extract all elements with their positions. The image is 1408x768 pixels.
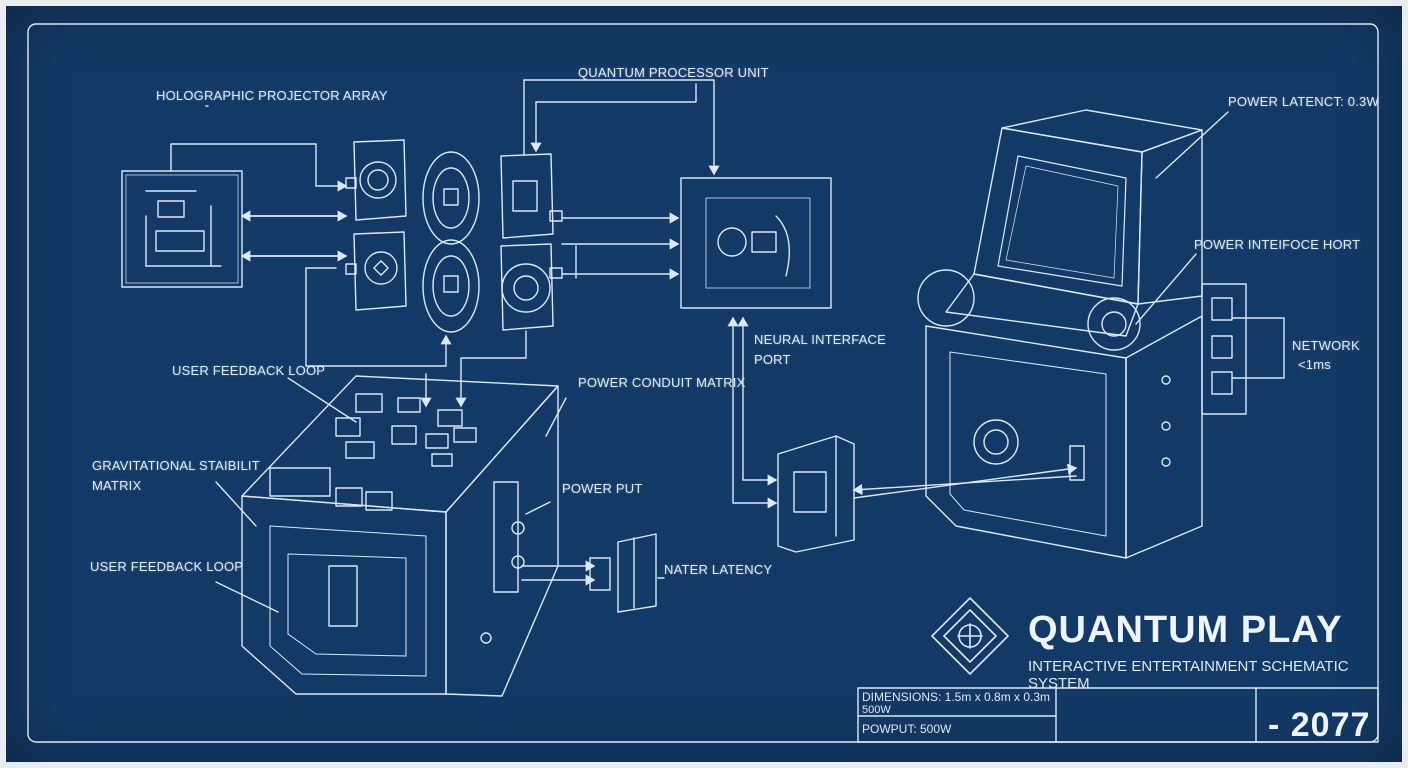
processor-module-top: [500, 153, 563, 239]
label-network-latency: <1ms: [1298, 357, 1331, 372]
water-latency-unit: [617, 533, 657, 613]
label-neural-port: PORT: [754, 352, 791, 367]
title-block-year: - 2077: [1268, 706, 1371, 744]
logo-subtitle: INTERACTIVE ENTERTAINMENT SCHEMATIC SYST…: [1028, 658, 1349, 692]
blueprint-sheet: HOLOGRAPHIC PROJECTOR ARRAY QUANTUM PROC…: [6, 6, 1402, 762]
label-user-feedback-bottom: USER FEEDBACK LOOP: [90, 559, 244, 574]
label-quantum-processor: QUANTUM PROCESSOR UNIT: [578, 65, 769, 80]
label-power-latency: POWER LATENCT: 0.3W: [1228, 94, 1379, 109]
label-water-latency: NATER LATENCY: [664, 562, 773, 577]
label-holographic-projector: HOLOGRAPHIC PROJECTOR ARRAY: [156, 88, 388, 103]
neural-interface-connector: [777, 435, 855, 553]
label-network: NETWORK: [1292, 338, 1360, 353]
processor-module-bottom: [500, 243, 563, 331]
label-user-feedback-top: USER FEEDBACK LOOP: [172, 363, 326, 378]
projector-module-top: [345, 139, 407, 221]
frame-border: [27, 23, 1379, 743]
logo-title: QUANTUM PLAY: [1028, 609, 1343, 651]
quantum-play-logo: [931, 597, 1009, 675]
circuit-board-panel: [121, 170, 243, 288]
label-power-put: POWER PUT: [562, 481, 643, 496]
label-neural-interface: NEURAL INTERFACE: [754, 332, 887, 347]
schematic-drawing: [27, 23, 1379, 743]
left-console-machine: [241, 375, 559, 697]
quantum-processor-unit: [680, 177, 832, 309]
title-block-dimensions: DIMENSIONS: 1.5m x 0.8m x 0.3m: [862, 690, 1051, 704]
title-block: [857, 687, 1379, 743]
label-power-conduit: POWER CONDUIT MATRIX: [578, 375, 746, 390]
title-block-power-input: POWPUT: 500W: [862, 722, 952, 736]
title-block-dimensions-2: 500W: [862, 704, 891, 716]
arcade-cabinet: [917, 109, 1247, 559]
label-gravitational: GRAVITATIONAL STAIBILIT: [92, 458, 260, 473]
projector-module-bottom: [345, 231, 407, 311]
holographic-lens-pair: [422, 151, 480, 333]
label-power-interface: POWER INTEIFOCE HORT: [1194, 237, 1361, 252]
label-gravitational-matrix: MATRIX: [92, 478, 142, 493]
power-socket: [589, 557, 611, 591]
